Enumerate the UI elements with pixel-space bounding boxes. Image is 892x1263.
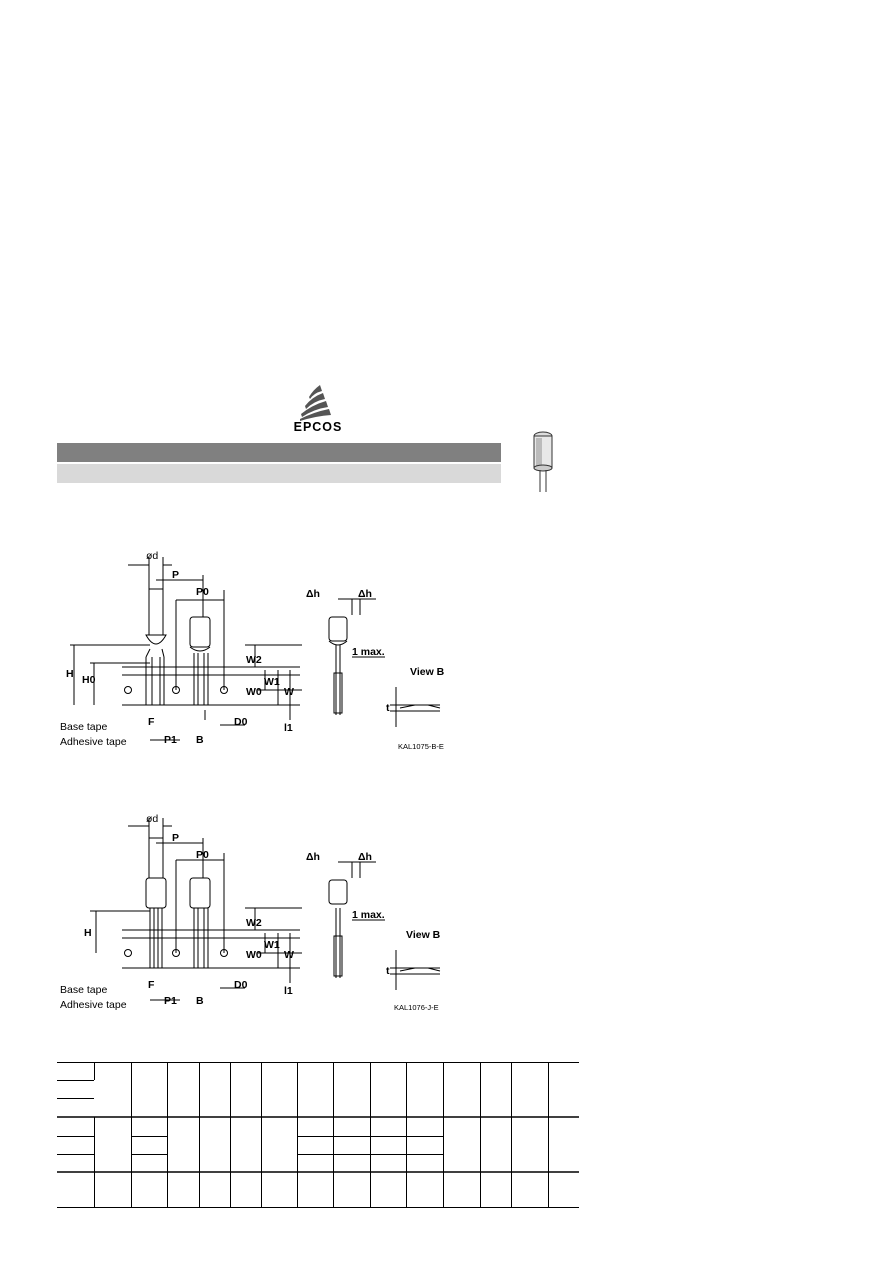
label-W2: W2 [246, 917, 262, 929]
label-B: B [196, 995, 204, 1007]
label-base-tape: Base tape [60, 721, 107, 733]
label-W: W [284, 949, 294, 961]
label-H: H [84, 927, 92, 939]
label-W2: W2 [246, 654, 262, 666]
label-max: 1 max. [352, 646, 385, 658]
dimension-table-grid [57, 1062, 579, 1208]
label-W0: W0 [246, 949, 262, 961]
header-bar-dark [57, 443, 501, 462]
capacitor-icon [533, 431, 553, 492]
label-W: W [284, 686, 294, 698]
label-W1: W1 [264, 939, 280, 951]
label-H: H [66, 668, 74, 680]
label-dh-right: Δh [358, 851, 372, 863]
label-H0: H0 [82, 674, 96, 686]
diagram-code: KAL1075-B-E [398, 742, 444, 751]
label-F: F [148, 979, 155, 991]
label-view-b: View B [410, 666, 445, 678]
label-view-b: View B [406, 929, 441, 941]
label-t: t [386, 702, 390, 714]
label-D0: D0 [234, 979, 248, 991]
label-l1: l1 [284, 722, 293, 734]
label-max: 1 max. [352, 909, 385, 921]
diagram-code: KAL1076-J-E [394, 1003, 439, 1012]
label-dh-left: Δh [306, 588, 320, 600]
epcos-logo-icon [300, 385, 331, 421]
label-W0: W0 [246, 686, 262, 698]
label-B: B [196, 734, 204, 746]
label-dh-left: Δh [306, 851, 320, 863]
taping-diagram-1: ød P P0 Δh Δh 1 max. View B H H0 W2 W0 W… [60, 550, 445, 751]
label-adhesive-tape: Adhesive tape [60, 999, 127, 1011]
label-D0: D0 [234, 716, 248, 728]
label-F: F [148, 716, 155, 728]
label-P0: P0 [196, 586, 209, 598]
label-P0: P0 [196, 849, 209, 861]
label-dh-right: Δh [358, 588, 372, 600]
header-bar-light [57, 464, 501, 483]
label-d: ød [146, 550, 158, 562]
label-t: t [386, 965, 390, 977]
label-d: ød [146, 813, 158, 825]
label-base-tape: Base tape [60, 984, 107, 996]
taping-diagram-2: ød P P0 Δh Δh 1 max. View B H W2 W0 W1 W… [60, 813, 441, 1012]
label-P: P [172, 832, 179, 844]
label-P1: P1 [164, 734, 177, 746]
label-adhesive-tape: Adhesive tape [60, 736, 127, 748]
label-P: P [172, 569, 179, 581]
label-W1: W1 [264, 676, 280, 688]
label-l1: l1 [284, 985, 293, 997]
brand-name: EPCOS [293, 420, 343, 434]
label-P1: P1 [164, 995, 177, 1007]
